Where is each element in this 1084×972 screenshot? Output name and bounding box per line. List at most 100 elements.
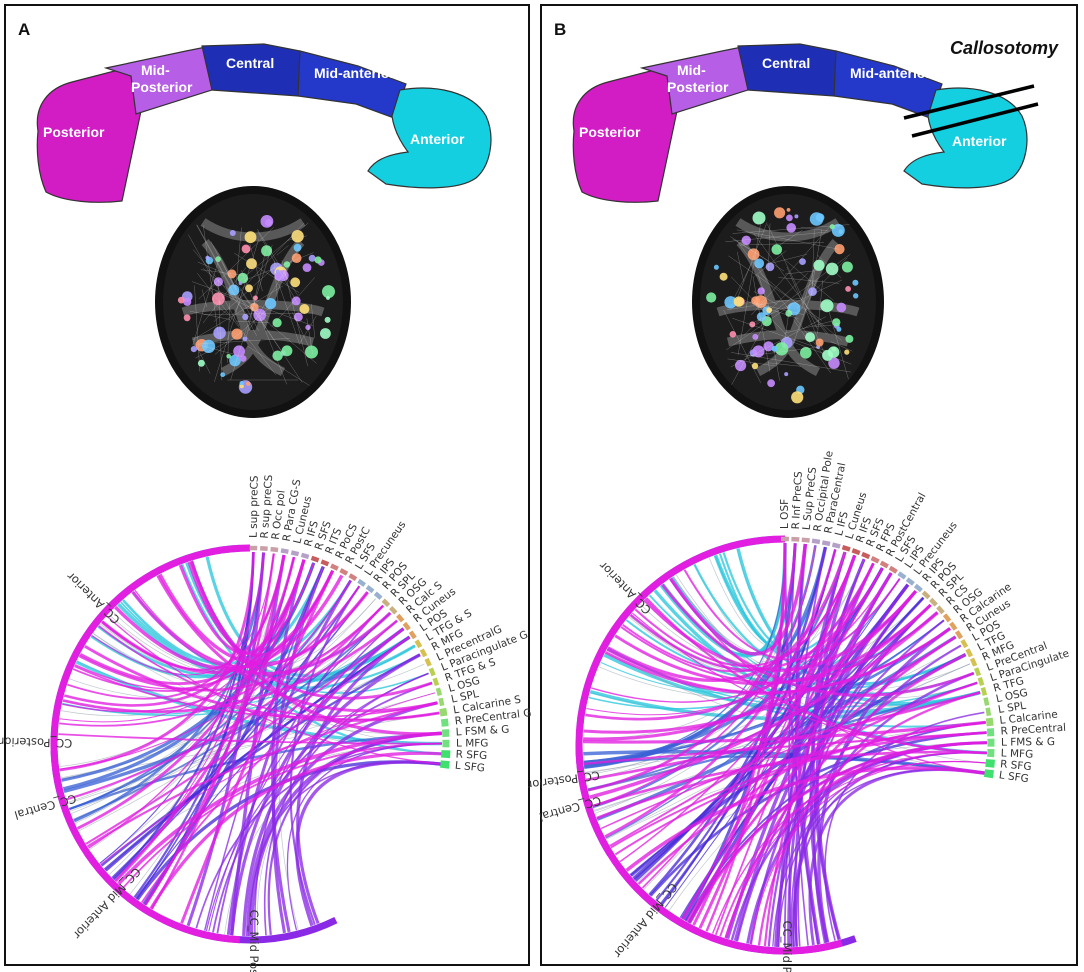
brain-node-dot: [281, 345, 293, 357]
node-tick: [821, 540, 831, 547]
node-tick: [985, 717, 994, 727]
node-tick: [913, 583, 923, 593]
brain-node-dot: [239, 355, 247, 362]
label-central: Central: [762, 55, 810, 71]
node-tick: [870, 556, 880, 564]
brain-edge: [210, 241, 259, 332]
cc-segment-anterior: [367, 87, 492, 189]
node-tick: [936, 605, 945, 615]
node-label: R Inf PreCS: [790, 471, 805, 530]
brain-node-dot: [752, 211, 766, 225]
node-tick: [851, 548, 861, 556]
brain-edge: [731, 276, 790, 338]
label-mid-anterior: Mid-anterior: [314, 65, 395, 81]
node-tick: [831, 542, 841, 549]
node-tick: [260, 546, 268, 552]
chord-ribbon: [682, 555, 856, 920]
brain-edge: [737, 251, 744, 282]
brain-edge: [737, 222, 768, 298]
node-label: R sup preCS: [259, 474, 276, 539]
node-tick: [432, 677, 440, 687]
brain-edge: [311, 303, 316, 339]
brain-node-dot: [774, 207, 786, 219]
node-tick: [438, 697, 445, 707]
label-anterior: Anterior: [410, 131, 465, 147]
node-tick: [980, 687, 988, 696]
chord-ribbon: [604, 549, 837, 838]
chord-ribbon: [585, 691, 981, 782]
brain-edge: [227, 302, 230, 363]
brain-edge: [247, 345, 310, 386]
brain-edge: [234, 253, 300, 293]
figure-panel-b: Posterior Mid- Posterior Central Mid-ant…: [527, 38, 1071, 972]
chord-ribbon: [817, 627, 951, 943]
label-central: Central: [226, 55, 274, 71]
brain-edge: [200, 269, 246, 276]
brain-edge: [197, 273, 277, 375]
node-tick: [290, 550, 300, 557]
brain-edge: [197, 261, 232, 277]
brain-node-dot: [747, 248, 760, 261]
chord-ribbon: [117, 731, 442, 886]
brain-node-dot: [322, 285, 335, 299]
brain-node-dot: [800, 347, 812, 359]
brain-node-dot: [852, 279, 859, 286]
brain-node-dot: [293, 312, 303, 322]
brain-edge: [792, 279, 817, 346]
node-tick: [348, 573, 358, 582]
brain-node-dot: [272, 350, 283, 361]
brain-node-dot: [252, 295, 258, 301]
chord-ribbon: [639, 551, 846, 664]
brain-edge: [231, 222, 305, 300]
chord-ribbon: [625, 766, 986, 872]
brain-edge: [755, 302, 804, 315]
chord-ribbon: [59, 585, 361, 727]
brain-node-dot: [246, 381, 251, 386]
node-label: L sup preCS: [248, 475, 261, 538]
node-tick: [381, 598, 391, 608]
node-tick: [861, 551, 871, 560]
brain-edge: [768, 223, 771, 272]
brain-node-dot: [767, 379, 775, 388]
brain-node-dot: [820, 299, 834, 313]
node-tick: [365, 584, 375, 594]
node-tick: [330, 563, 339, 571]
brain-node-dot: [832, 318, 841, 327]
brain-edge: [727, 358, 776, 367]
brain-node-dot: [771, 345, 778, 352]
brain-node-dot: [299, 304, 310, 314]
brain-node-dot: [786, 208, 791, 212]
chord-ribbon: [99, 580, 351, 864]
brain-edge: [287, 235, 307, 241]
brain-node-dot: [241, 244, 251, 254]
brain-edge: [230, 244, 273, 380]
chord-ribbon: [589, 611, 939, 800]
node-label: L FMS & G: [1001, 736, 1055, 749]
chord-ribbon: [809, 554, 857, 943]
chord-ribbon: [586, 567, 883, 716]
brain-edge: [767, 362, 802, 367]
brain-node-dot: [845, 286, 851, 292]
brain-edge: [813, 325, 832, 327]
chord-ribbon: [584, 546, 828, 769]
brain-edge: [744, 346, 821, 357]
brain-connectivity-image: [692, 186, 884, 418]
brain-edge: [191, 281, 314, 327]
node-tick: [811, 538, 821, 545]
brain-edge: [754, 250, 787, 277]
brain-node-dot: [272, 318, 282, 328]
group-label: CC_Anterior: [596, 559, 654, 618]
brain-edge: [743, 272, 808, 336]
chord-ribbon: [824, 711, 985, 941]
brain-edge: [194, 285, 200, 372]
callosotomy-cut-line: [911, 102, 1039, 138]
node-tick: [440, 718, 449, 727]
brain-edge: [227, 270, 303, 383]
chord-ribbon: [788, 543, 796, 947]
brain-node-dot: [212, 292, 225, 306]
brain-edge: [274, 260, 278, 302]
brain-node-dot: [239, 381, 244, 386]
brain-edge: [736, 240, 830, 364]
cc-segment-mid-anterior: [297, 50, 407, 119]
